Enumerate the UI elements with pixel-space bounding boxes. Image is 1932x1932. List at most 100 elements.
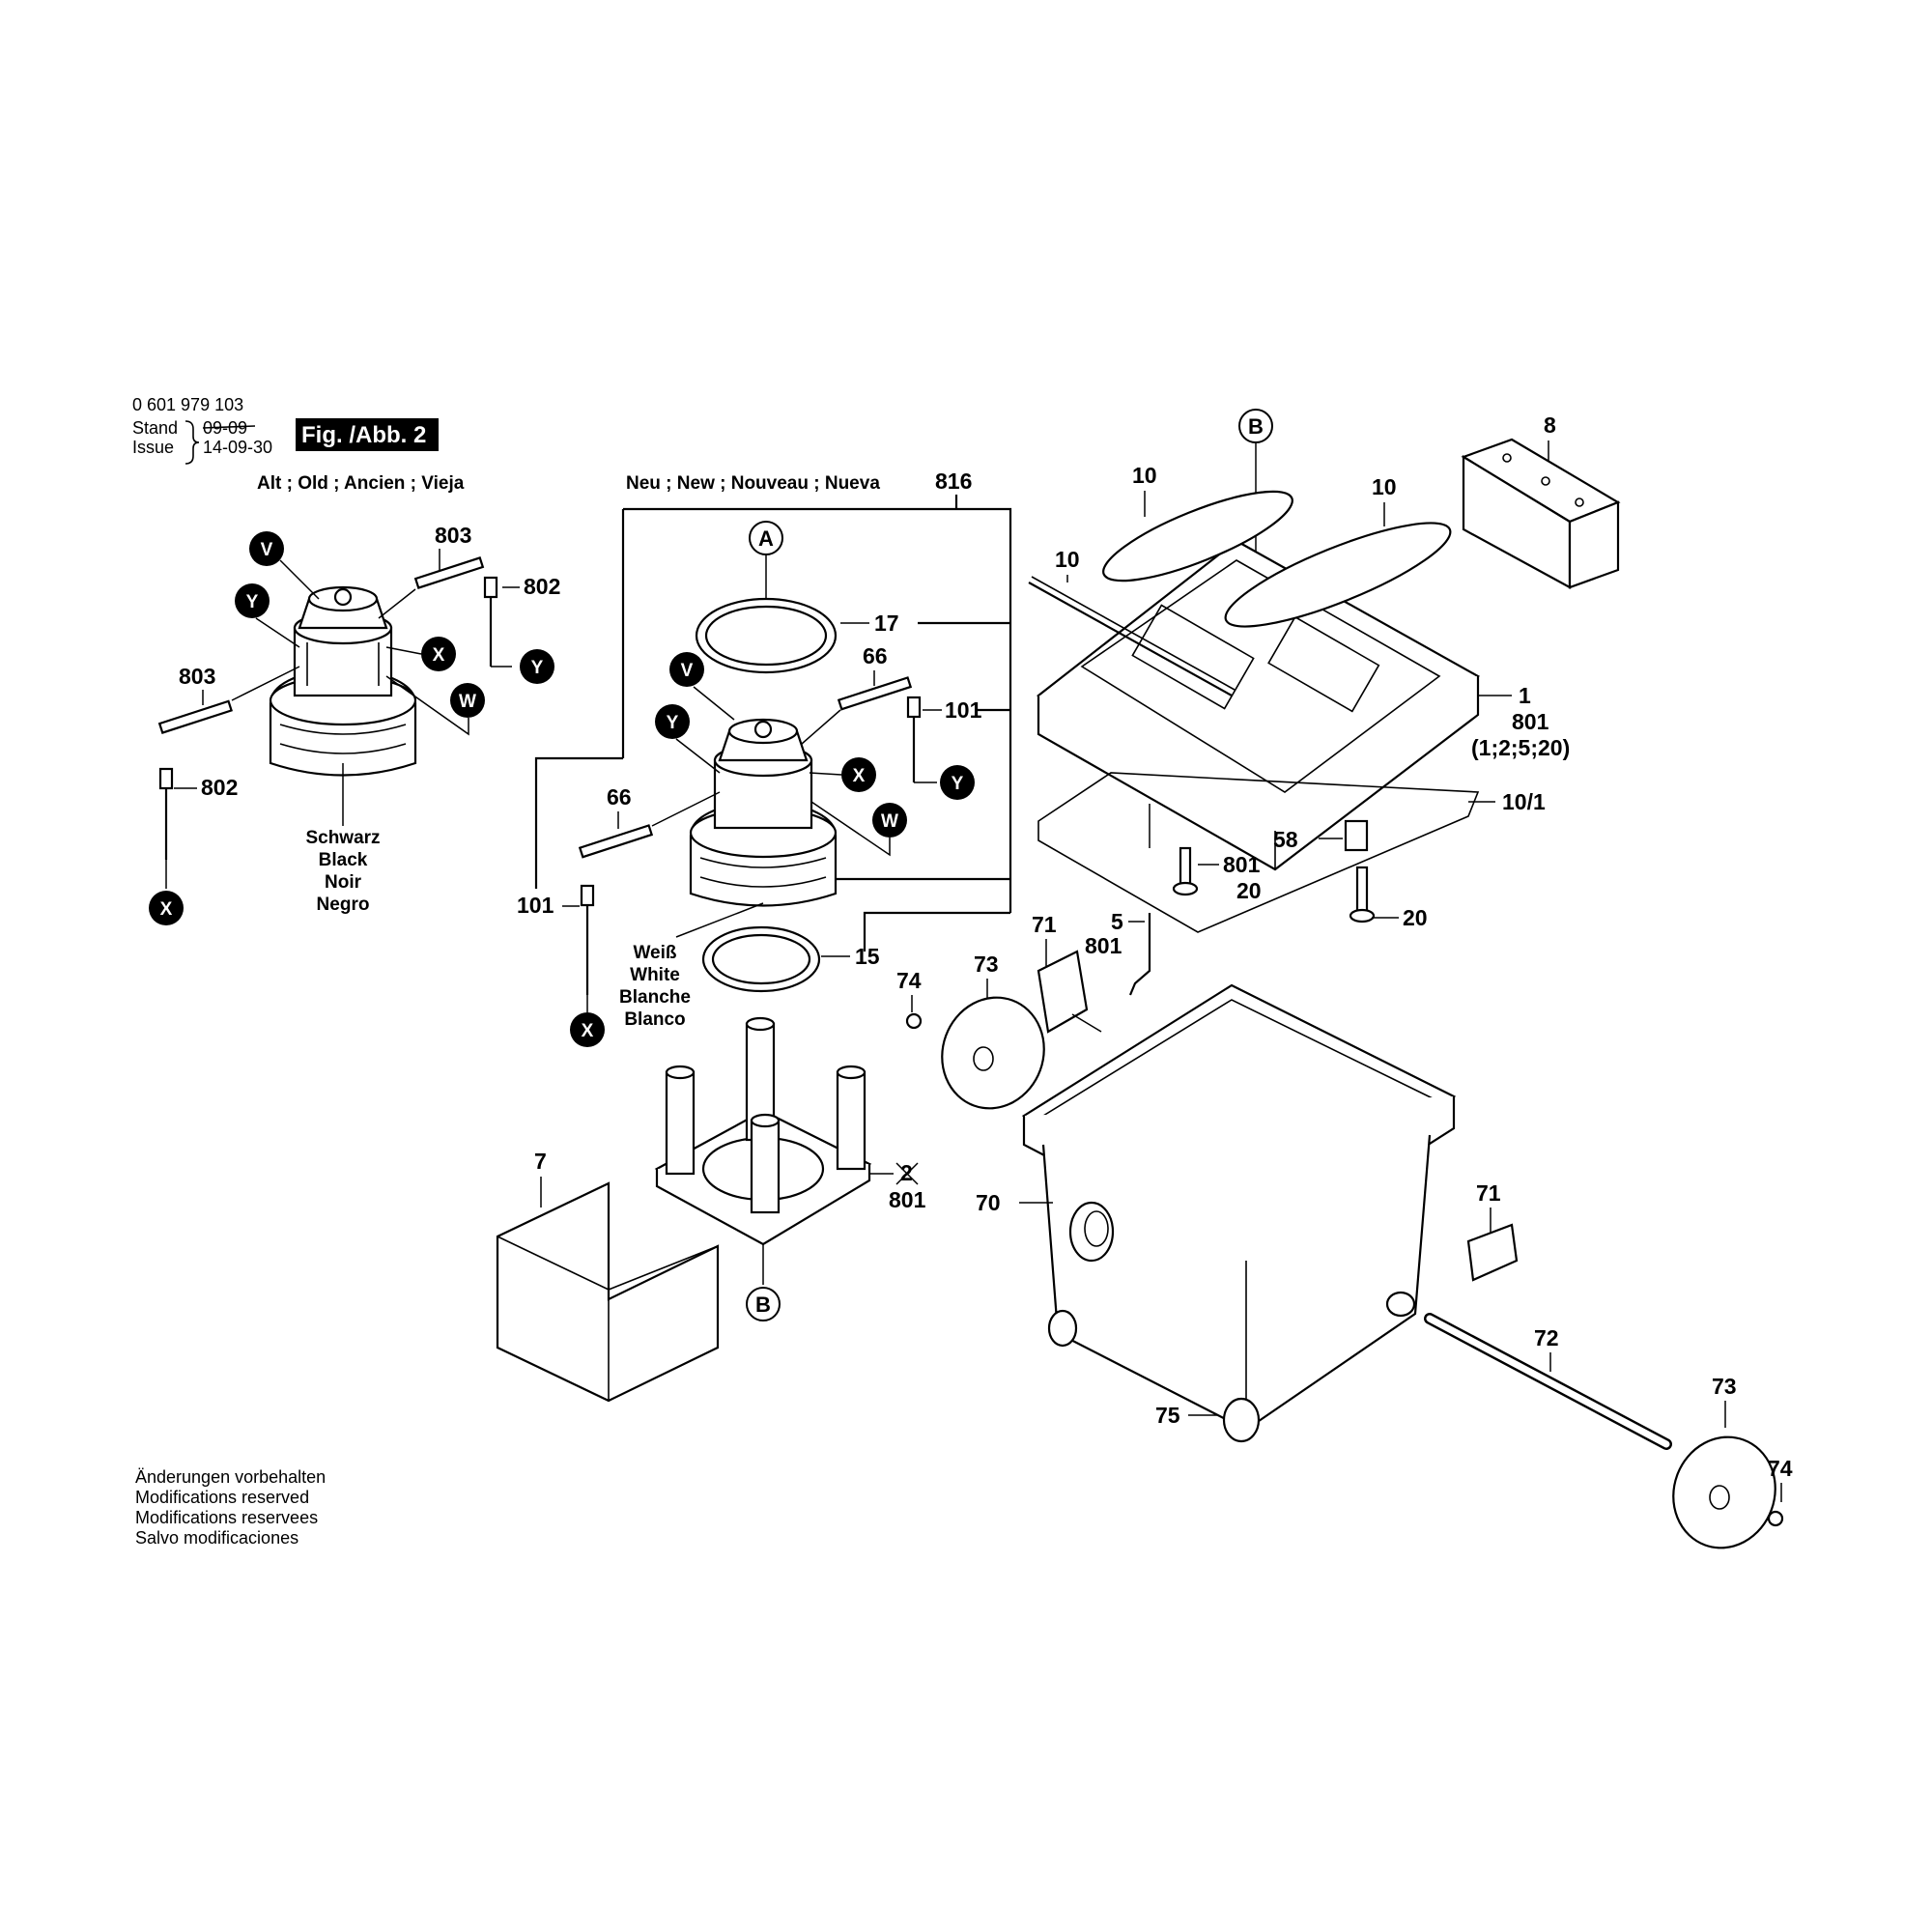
old-color-es: Negro: [317, 895, 370, 915]
head-unit: B 10 10 10 10/1 1 801 (1;2;5;20) 801: [1028, 409, 1570, 933]
ref-v-new-dot: [669, 652, 704, 687]
clip-71-a: 71: [1032, 912, 1102, 1034]
ref-x-new2: X: [582, 1021, 594, 1041]
part-816: 816: [935, 469, 972, 494]
leader-line: [801, 709, 841, 745]
old-motor-group: Alt ; Old ; Ancien ; Vieja V Y X W: [149, 473, 560, 925]
part-801-screw: 801: [1223, 852, 1261, 877]
stand-value: 09-09: [203, 418, 247, 438]
figure-label: Fig. /Abb. 2: [301, 422, 426, 448]
leader-line: [378, 588, 416, 619]
part-101-left: 101: [517, 893, 554, 918]
new-brush-top: [837, 676, 913, 711]
leader-line: [1071, 1013, 1102, 1033]
seal-10-strip-edge: [1031, 576, 1236, 691]
old-color-en: Black: [319, 850, 368, 870]
container-inlet-inner: [1084, 1210, 1109, 1247]
ref-a: A: [758, 526, 774, 551]
new-motor-rib: [699, 876, 827, 888]
leader-line: [675, 738, 721, 774]
part-5: 5: [1111, 909, 1123, 934]
old-motor-rib: [279, 724, 407, 735]
part-number: 0 601 979 103: [132, 395, 243, 414]
latch-58: [1344, 819, 1369, 852]
bracket-816-lower: [534, 756, 623, 889]
old-brush-left: [157, 699, 233, 734]
new-motor: [689, 718, 838, 907]
mount-post: [750, 1119, 781, 1214]
ref-y-new-dot: [655, 704, 690, 739]
seal-10-strip: [1028, 582, 1233, 696]
filter-8: 8: [1461, 412, 1621, 589]
mount-post-top: [745, 1016, 776, 1032]
ref-x-new-dot: [841, 757, 876, 792]
motor-mount: B 2 801: [654, 1016, 926, 1321]
caster-icon: [1047, 1309, 1078, 1348]
axle-bushing: [1385, 1291, 1416, 1318]
mount-post-top: [836, 1065, 867, 1080]
ref-x-new2-dot: [570, 1012, 605, 1047]
part-802-top: 802: [524, 574, 560, 599]
old-motor-shaft: [333, 587, 353, 607]
issue-value: 14-09-30: [203, 438, 272, 457]
wheel-73-right: [1672, 1435, 1776, 1549]
old-color-fr: Noir: [325, 872, 362, 893]
old-brush-top: [413, 556, 485, 589]
ref-x-old-dot: [421, 637, 456, 671]
part-803-top: 803: [435, 523, 471, 548]
ref-y-new2-dot: [940, 765, 975, 800]
container-body: [1041, 1134, 1432, 1432]
leader-line: [693, 686, 735, 721]
new-motor-group: Neu ; New ; Nouveau ; Nueva 816 A 17: [517, 469, 1012, 1047]
part-101-right: 101: [945, 697, 982, 723]
old-connector-top: [483, 576, 498, 599]
new-connector-right: [906, 696, 922, 719]
part-74-b: 74: [1768, 1456, 1793, 1481]
ref-b-top: B: [1248, 414, 1264, 439]
new-motor-shaft: [753, 720, 773, 739]
mount-post-top: [665, 1065, 696, 1080]
old-motor-rib: [279, 743, 407, 754]
container-inlet: [1068, 1201, 1115, 1263]
part-20-a: 20: [1236, 878, 1262, 903]
ref-b-lower-circle: [746, 1287, 781, 1321]
part-20-b: 20: [1403, 905, 1428, 930]
filter-hole-icon: [1502, 453, 1512, 463]
section-old-label: Alt ; Old ; Ancien ; Vieja: [257, 473, 465, 494]
header: 0 601 979 103 Stand Issue 09-09 14-09-30…: [132, 395, 439, 465]
bracket-15: [863, 911, 1010, 952]
part-75: 75: [1155, 1403, 1180, 1428]
new-connector-left: [580, 884, 595, 907]
part-801-head: 801: [1512, 709, 1549, 734]
ref-v-new: V: [681, 661, 694, 681]
part-10-a: 10: [1132, 463, 1157, 488]
footer-line-de: Änderungen vorbehalten: [135, 1467, 326, 1487]
new-motor-rib: [699, 857, 827, 868]
screw-801-head: [1172, 881, 1199, 896]
part-73-b: 73: [1712, 1374, 1737, 1399]
ref-w-old-dot: [450, 683, 485, 718]
screw-20: [1355, 866, 1369, 916]
cover-7: 7: [496, 1149, 720, 1403]
wheel-right: 73 74: [1672, 1374, 1793, 1549]
new-color-de: Weiß: [633, 943, 676, 963]
new-brush-left: [578, 824, 654, 859]
wheel-cap-74: [905, 1012, 923, 1030]
part-72: 72: [1534, 1325, 1559, 1350]
filter-hole-icon: [1575, 497, 1584, 507]
ref-y-new: Y: [667, 713, 679, 733]
ref-y-old-dot: [235, 583, 270, 618]
wheel-73-left: [941, 996, 1045, 1110]
figure-badge: [296, 418, 439, 451]
part-801-mount: 801: [889, 1187, 926, 1212]
caster-icon: [1222, 1397, 1261, 1443]
bracket-816: [623, 507, 1012, 913]
part-15: 15: [855, 944, 880, 969]
seal-10-b: [1224, 522, 1452, 628]
axle-shaft-core: [1426, 1315, 1670, 1448]
ref-x-old2: X: [160, 899, 173, 920]
ref-y-old2-dot: [520, 649, 554, 684]
seal-10-1: [1037, 772, 1480, 933]
ref-w-new: W: [881, 811, 898, 832]
